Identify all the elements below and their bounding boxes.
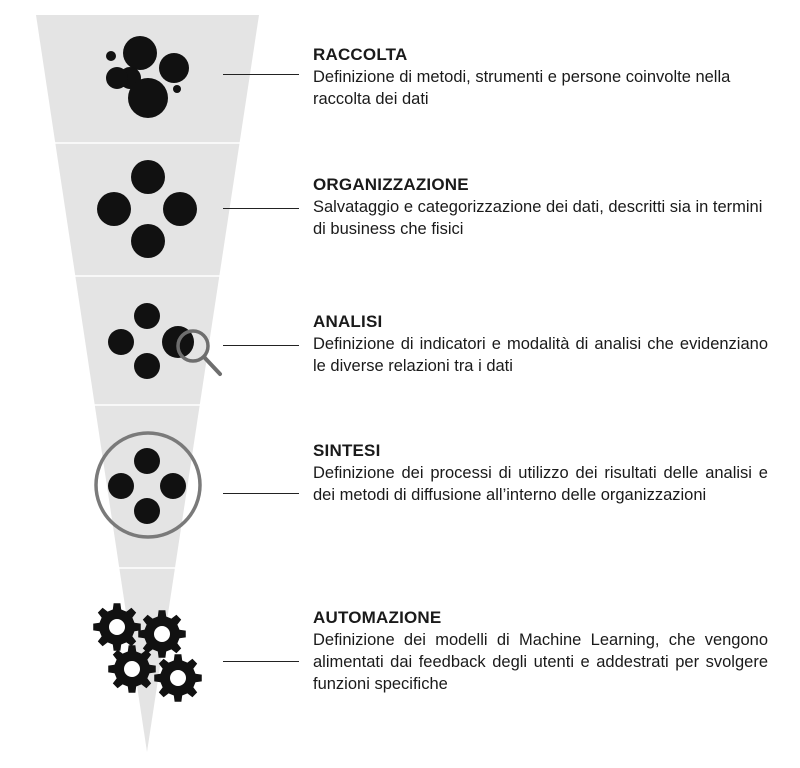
- stage-analisi: ANALISI Definizione di indicatori e moda…: [313, 311, 768, 377]
- funnel-shape: [36, 15, 259, 752]
- ordered-circles-icon: [97, 160, 197, 258]
- gear-icon: [154, 654, 202, 702]
- stage-title: ORGANIZZAZIONE: [313, 175, 469, 194]
- stage-sintesi: SINTESI Definizione dei processi di util…: [313, 440, 768, 506]
- stage-title: ANALISI: [313, 312, 383, 331]
- gear-icon: [93, 603, 141, 651]
- circles-enclosed-icon: [94, 431, 202, 539]
- stage-title: AUTOMAZIONE: [313, 608, 442, 627]
- stage-automazione: AUTOMAZIONE Definizione dei modelli di M…: [313, 607, 768, 695]
- stage-organizzazione: ORGANIZZAZIONE Salvataggio e categorizza…: [313, 174, 768, 240]
- connector-line: [223, 208, 299, 209]
- stage-title: RACCOLTA: [313, 45, 408, 64]
- stage-title: SINTESI: [313, 441, 381, 460]
- circles-magnifier-icon: [108, 303, 222, 379]
- connector-line: [223, 345, 299, 346]
- stage-description: Definizione dei modelli di Machine Learn…: [313, 631, 768, 693]
- gear-icon: [108, 645, 156, 693]
- stage-description: Salvataggio e categorizzazione dei dati,…: [313, 198, 763, 238]
- stage-description: Definizione di metodi, strumenti e perso…: [313, 68, 731, 108]
- gear-icon: [138, 610, 186, 658]
- scattered-circles-icon: [106, 36, 189, 118]
- stage-raccolta: RACCOLTA Definizione di metodi, strument…: [313, 44, 768, 110]
- connector-line: [223, 661, 299, 662]
- connector-line: [223, 493, 299, 494]
- stage-description: Definizione di indicatori e modalità di …: [313, 335, 768, 375]
- gears-icon: [93, 603, 202, 702]
- connector-line: [223, 74, 299, 75]
- stage-description: Definizione dei processi di utilizzo dei…: [313, 464, 768, 504]
